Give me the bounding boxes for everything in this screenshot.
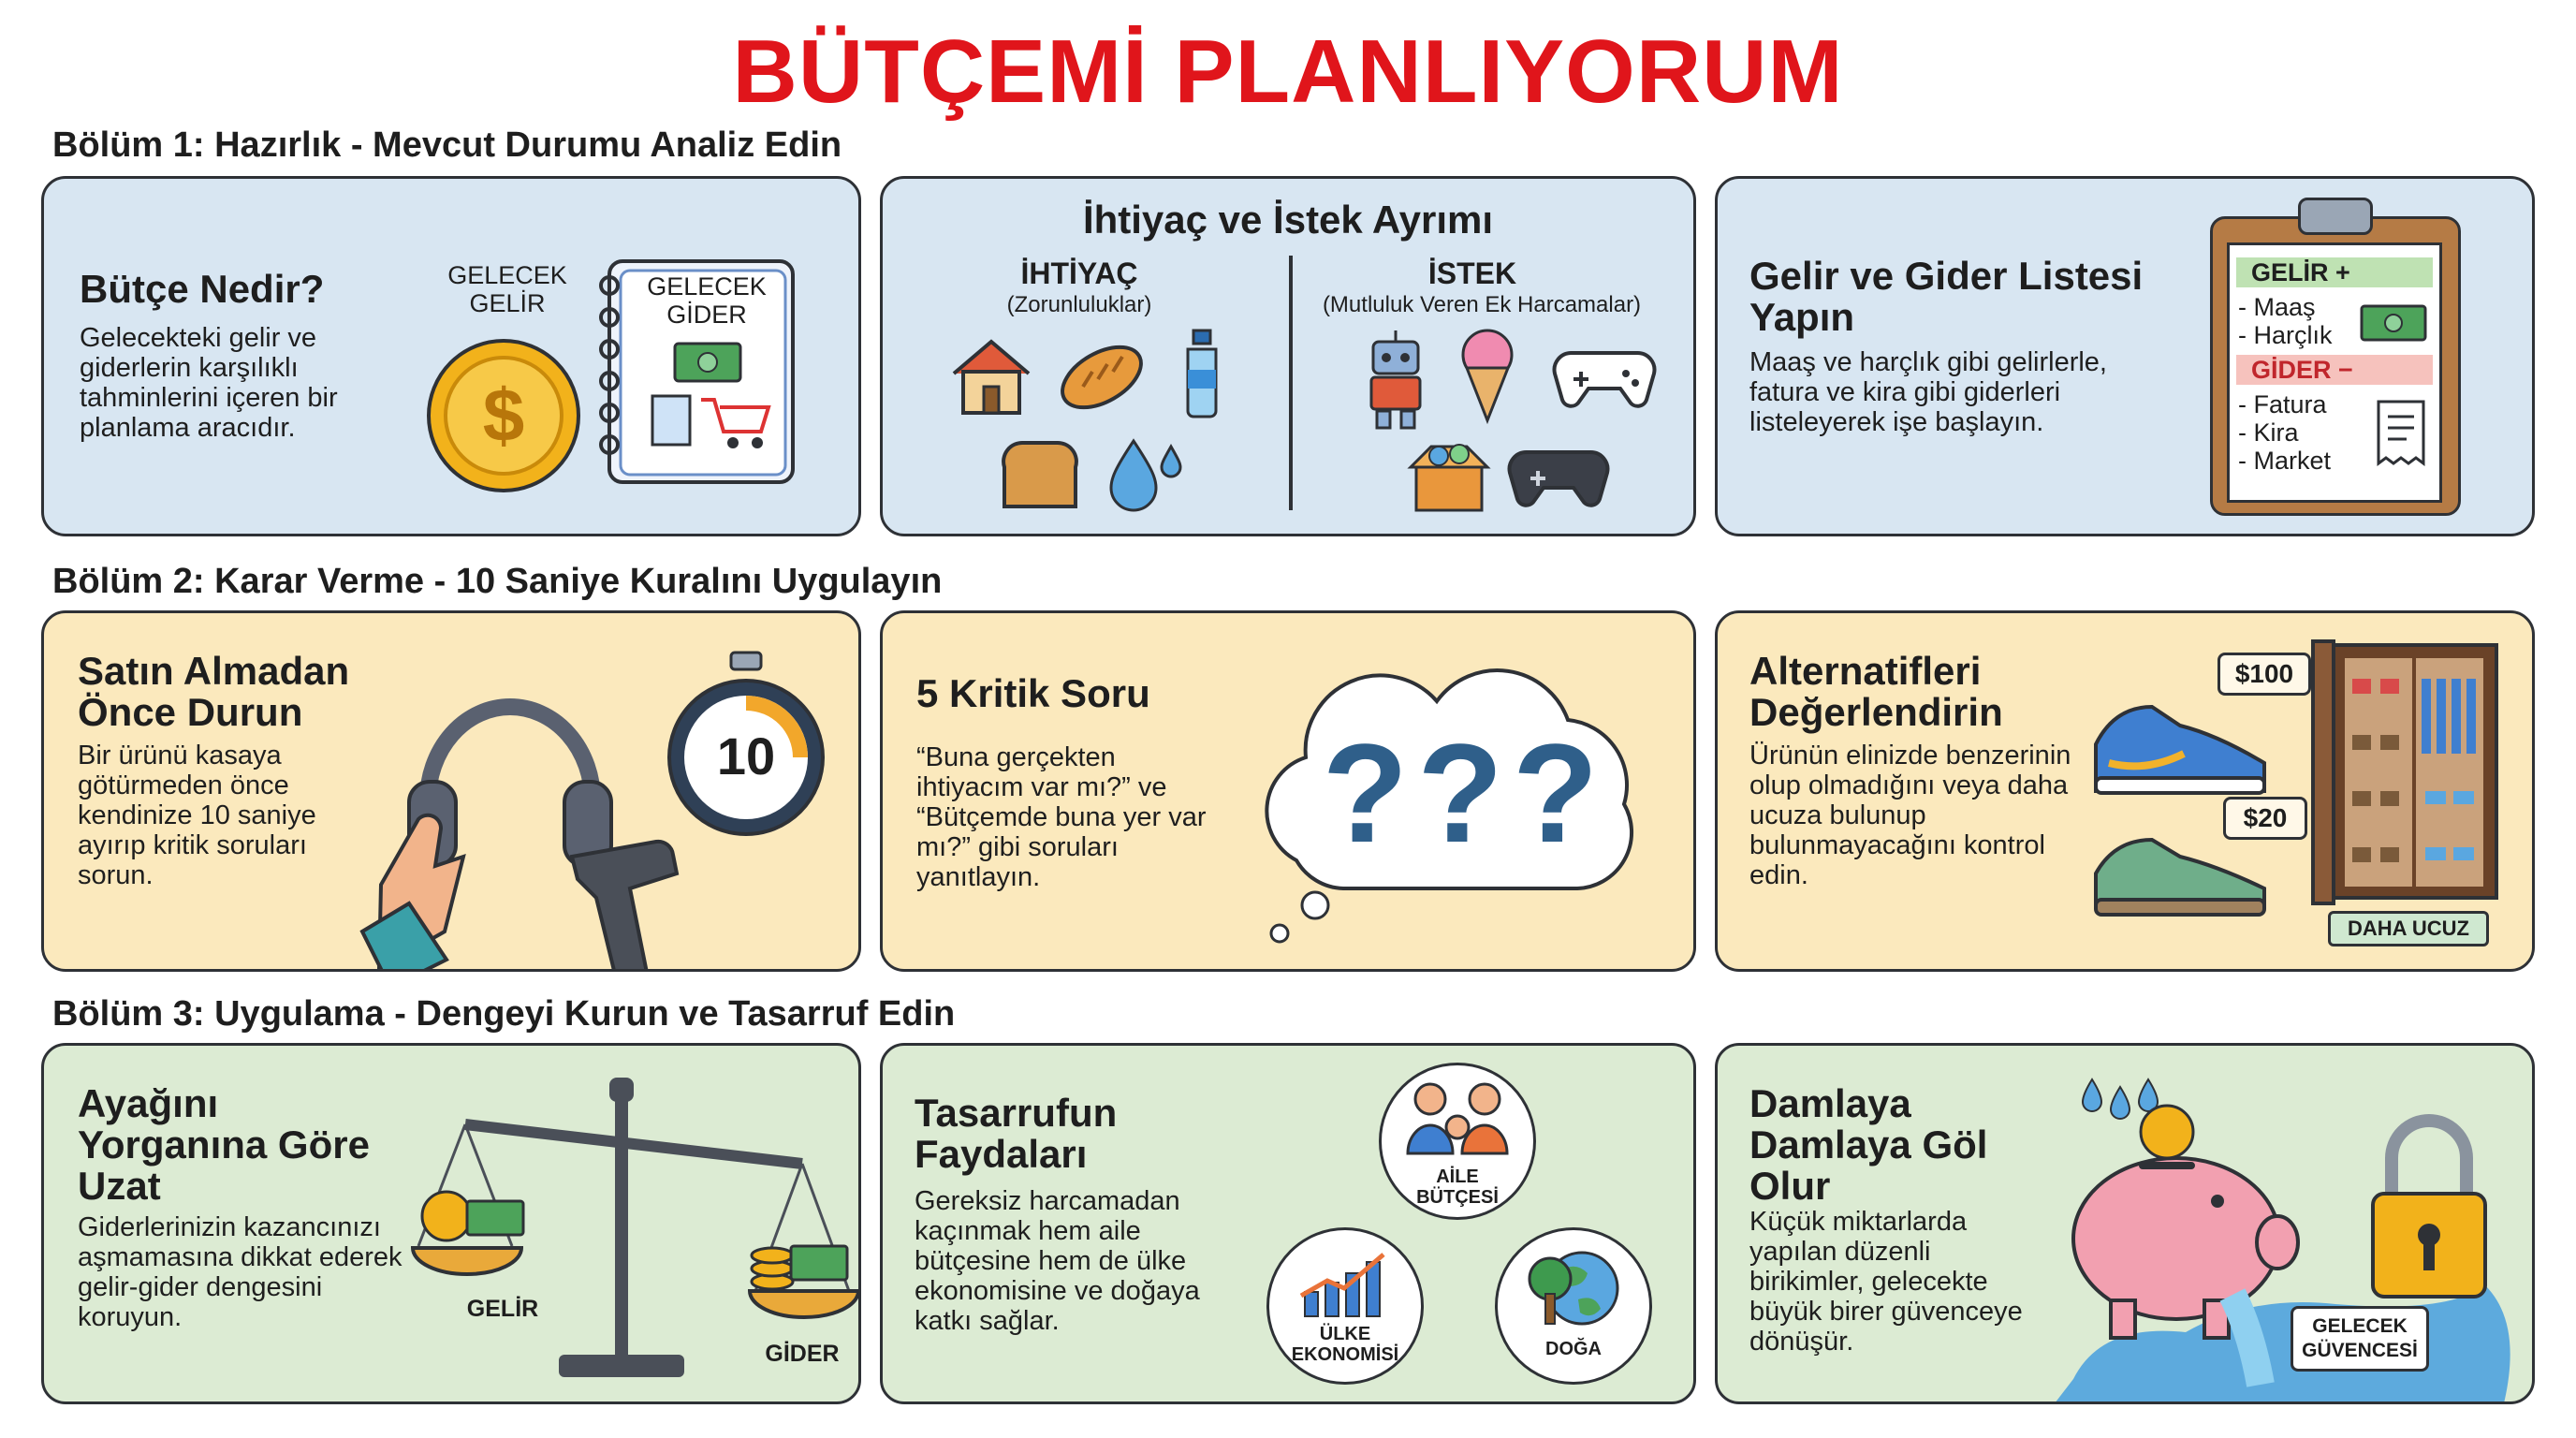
timer-value: 10 [717, 726, 775, 785]
cheaper-label: DAHA UCUZ [2328, 911, 2489, 946]
card-balance: Ayağını Yorganına Göre Uzat Giderleriniz… [41, 1043, 861, 1404]
card-stop-before-buying: Satın Almadan Önce Durun Bir ürünü kasay… [41, 610, 861, 972]
gift-box-icon [1407, 444, 1491, 512]
globe-tree-icon [1528, 1251, 1619, 1326]
nature-badge: DOĞA [1495, 1227, 1652, 1385]
family-label: AİLE BÜTÇESİ [1416, 1167, 1499, 1208]
card-list-title: Gelir ve Gider Listesi Yapın [1749, 254, 2144, 339]
expense-header: GİDER − [2251, 356, 2353, 384]
card-needs-title: İhtiyaç ve İstek Ayrımı [1082, 198, 1494, 242]
card-balance-body: Giderlerinizin kazancınızı aşmamasına di… [78, 1212, 402, 1332]
card-needs-wants: İhtiyaç ve İstek Ayrımı İHTİYAÇ (Zorunlu… [880, 176, 1696, 536]
receipt-icon [2377, 400, 2425, 466]
notebook-icon [599, 259, 795, 484]
piggy-bank-scene [2056, 1078, 2510, 1401]
card-savings-benefits: Tasarrufun Faydaları Gereksiz harcamadan… [880, 1043, 1696, 1404]
padlock-icon [2371, 1114, 2487, 1299]
bread-loaf-icon [1002, 441, 1078, 508]
divider [1289, 256, 1293, 510]
want-sub: (Mutluluk Veren Ek Harcamalar) [1322, 292, 1642, 317]
card-drops-body: Küçük miktarlarda yapılan düzenli biriki… [1749, 1207, 2023, 1357]
thought-cloud-icon: ??? [1265, 668, 1634, 944]
scale-income-label: GELİR [466, 1296, 539, 1322]
card-questions-title: 5 Kritik Soru [916, 671, 1150, 715]
barcode-scanner-icon [569, 839, 680, 969]
water-bottle-icon [1186, 329, 1218, 418]
security-label: GELECEK GÜVENCESİ [2291, 1306, 2429, 1372]
gold-coin-icon: $ [427, 339, 580, 492]
coin-icon [2139, 1104, 2195, 1160]
card-savings-title: Tasarrufun Faydaları [915, 1091, 1118, 1176]
expense-item-rent: - Kira [2238, 418, 2299, 447]
wardrobe-icon [2311, 639, 2498, 905]
price-tag-low: $20 [2223, 797, 2307, 840]
robot-icon [1369, 330, 1422, 430]
bread-icon [1061, 345, 1143, 410]
card-list-body: Maaş ve harçlık gibi gelirlerle, fatura … [1749, 347, 2107, 437]
expense-item-market: - Market [2238, 447, 2332, 475]
scale-icon [410, 1078, 858, 1377]
economy-badge: ÜLKE EKONOMİSİ [1266, 1227, 1424, 1385]
money-icon [2360, 304, 2427, 342]
card-income-expense-list: Gelir ve Gider Listesi Yapın Maaş ve har… [1715, 176, 2535, 536]
card-budget-body: Gelecekteki gelir ve giderlerin karşılık… [80, 323, 338, 443]
card-balance-title: Ayağını Yorganına Göre Uzat [78, 1081, 370, 1208]
card-alternatives-body: Ürünün elinizde benzerinin olup olmadığı… [1749, 741, 2071, 890]
nature-label: DOĞA [1545, 1339, 1602, 1359]
section-2-title: Bölüm 2: Karar Verme - 10 Saniye Kuralın… [52, 562, 943, 601]
sneaker-cheap-icon [2094, 837, 2266, 917]
card-savings-body: Gereksiz harcamadan kaçınmak hem aile bü… [915, 1186, 1200, 1336]
income-item-allowance: - Harçlık [2238, 321, 2333, 349]
card-critical-questions: 5 Kritik Soru “Buna gerçekten ihtiyacım … [880, 610, 1696, 972]
gamepad-dark-icon [1507, 449, 1610, 507]
card-alternatives: Alternatifleri Değerlendirin Ürünün elin… [1715, 610, 2535, 972]
family-icon [1406, 1082, 1509, 1155]
question-marks: ??? [1323, 714, 1608, 872]
want-label: İSTEK [1427, 257, 1517, 290]
card-budget-title: Bütçe Nedir? [80, 267, 325, 311]
family-badge: AİLE BÜTÇESİ [1379, 1063, 1536, 1220]
section-3-title: Bölüm 3: Uygulama - Dengeyi Kurun ve Tas… [52, 994, 956, 1034]
economy-label: ÜLKE EKONOMİSİ [1291, 1324, 1399, 1365]
card-budget: Bütçe Nedir? Gelecekteki gelir ve giderl… [41, 176, 861, 536]
scale-expense-label: GİDER [765, 1341, 840, 1367]
section-1-title: Bölüm 1: Hazırlık - Mevcut Durumu Analiz… [52, 125, 842, 165]
price-tag-high: $100 [2217, 653, 2311, 696]
need-label: İHTİYAÇ [1020, 257, 1138, 290]
card-stop-body: Bir ürünü kasaya götürmeden önce kendini… [78, 741, 316, 890]
expense-item-bill: - Fatura [2238, 390, 2327, 418]
sneaker-expensive-icon [2094, 704, 2266, 795]
card-drops-title: Damlaya Damlaya Göl Olur [1749, 1081, 1988, 1208]
future-income-label: GELECEK GELİR [447, 261, 567, 317]
need-sub: (Zorunluluklar) [1006, 292, 1152, 317]
gamepad-icon [1552, 350, 1657, 408]
card-drop-by-drop: Damlaya Damlaya Göl Olur Küçük miktarlar… [1715, 1043, 2535, 1404]
water-drop-icon [1109, 438, 1182, 512]
future-expense-label: GELECEK GİDER [647, 272, 767, 329]
page-title: BÜTÇEMİ PLANLIYORUM [732, 22, 1844, 122]
stopwatch-icon: 10 [667, 651, 825, 836]
growth-chart-icon [1299, 1253, 1385, 1317]
house-icon [952, 339, 1031, 415]
card-stop-title: Satın Almadan Önce Durun [78, 649, 350, 734]
income-item-salary: - Maaş [2238, 293, 2316, 321]
clipboard-icon: GELİR + - Maaş - Harçlık GİDER − - Fatur… [2210, 198, 2461, 516]
piggy-bank-icon [2071, 1156, 2281, 1321]
card-alternatives-title: Alternatifleri Değerlendirin [1749, 649, 2003, 734]
svg-text:$: $ [483, 374, 525, 457]
card-questions-body: “Buna gerçekten ihtiyacım var mı?” ve “B… [916, 742, 1207, 892]
hand-icon [359, 813, 466, 969]
income-header: GELİR + [2251, 258, 2350, 286]
ice-cream-icon [1461, 329, 1514, 425]
